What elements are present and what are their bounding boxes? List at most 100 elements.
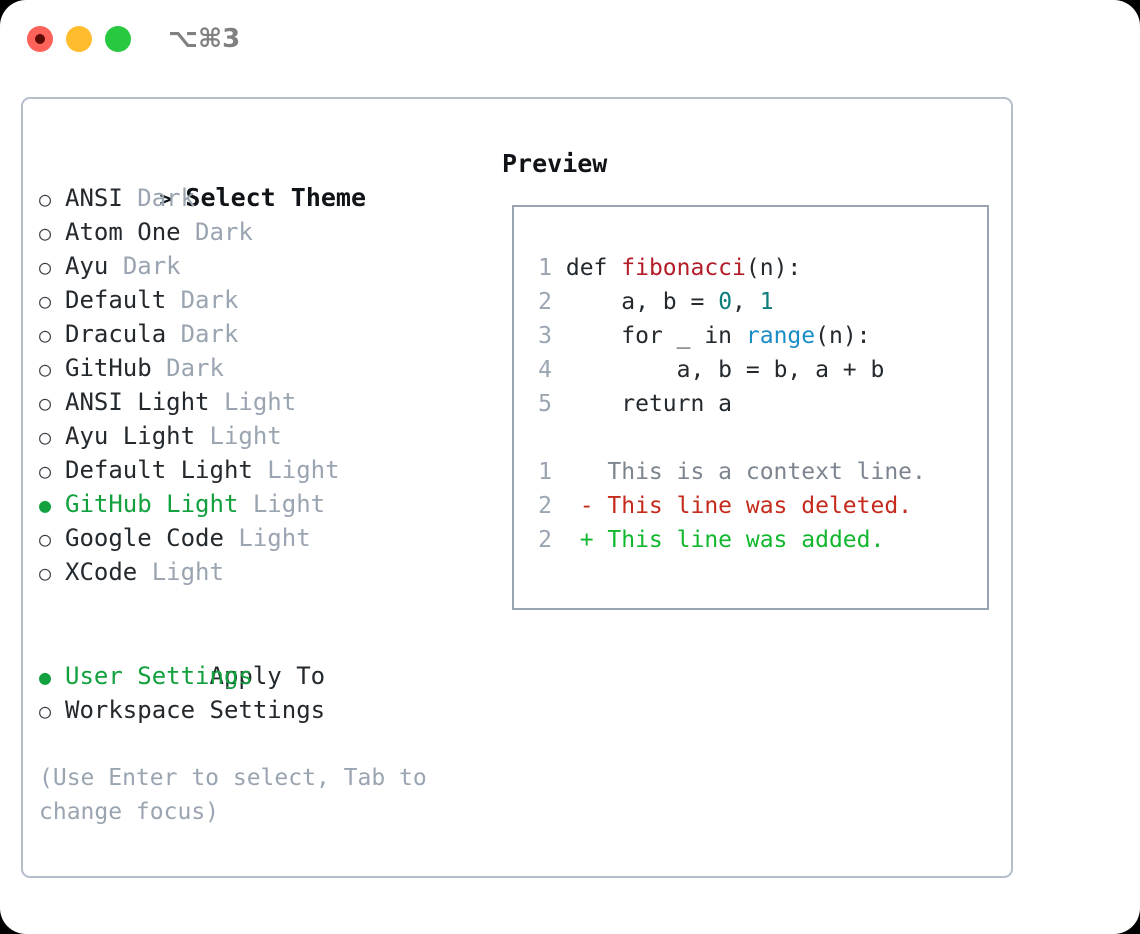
radio-unselected-icon[interactable]: ○: [39, 255, 52, 279]
code-line-number: 4: [538, 357, 552, 383]
theme-list-item[interactable]: ○ Google Code Light: [39, 521, 499, 555]
theme-label-spacer: [123, 184, 137, 212]
radio-unselected-icon[interactable]: ○: [39, 527, 52, 551]
code-token: def: [565, 255, 622, 281]
theme-variant-tag: Light: [238, 524, 311, 552]
apply-to-option[interactable]: ● User Settings: [39, 659, 499, 693]
theme-variant-tag: Light: [151, 558, 224, 586]
radio-unselected-icon[interactable]: ○: [39, 289, 52, 313]
radio-selected-icon[interactable]: ●: [39, 665, 52, 689]
diff-block: 1 This is a context line.2 - This line w…: [532, 455, 926, 557]
code-line: 2 a, b = 0, 1: [532, 285, 926, 319]
theme-variant-tag: Dark: [180, 320, 239, 348]
apply-to-option-label: Workspace Settings: [65, 696, 326, 724]
close-window-indicator-icon: [35, 34, 45, 44]
keyboard-hint: (Use Enter to select, Tab to change focu…: [39, 765, 427, 825]
theme-list: ○ANSI Dark○Atom One Dark○Ayu Dark○Defaul…: [39, 181, 499, 589]
radio-unselected-icon[interactable]: ○: [39, 323, 52, 347]
code-line: 3 for _ in range(n):: [532, 319, 926, 353]
theme-name-label: Ayu: [65, 252, 109, 280]
code-token: 1: [759, 289, 774, 315]
radio-unselected-icon[interactable]: ○: [39, 561, 52, 585]
code-gutter-gap: [552, 255, 566, 281]
theme-variant-tag: Light: [223, 388, 297, 416]
theme-name-label: Default Light: [65, 456, 253, 484]
content-panel: >Select Theme ○ANSI Dark○Atom One Dark○A…: [21, 97, 1013, 878]
diff-line-number: 2: [538, 527, 552, 553]
theme-variant-tag: Light: [252, 490, 326, 518]
code-gutter-gap: [552, 289, 566, 315]
theme-list-item[interactable]: ○Ayu Dark: [39, 249, 499, 283]
apply-to-header: Apply To: [39, 625, 499, 690]
radio-unselected-icon[interactable]: ○: [39, 459, 52, 483]
code-line: 5 return a: [532, 387, 926, 421]
theme-label-spacer: [137, 558, 151, 586]
code-token: ,: [732, 289, 760, 315]
minimize-window-button[interactable]: [66, 26, 92, 52]
theme-variant-tag: Light: [267, 456, 340, 484]
theme-list-item[interactable]: ○ANSI Light Light: [39, 385, 499, 419]
code-token: fibonacci: [621, 255, 746, 281]
apply-to-option[interactable]: ○ Workspace Settings: [39, 693, 499, 727]
theme-label-spacer: [181, 218, 195, 246]
theme-list-item[interactable]: ○ANSI Dark: [39, 181, 499, 215]
theme-list-item[interactable]: ○ Dracula Dark: [39, 317, 499, 351]
theme-label-spacer: [108, 252, 122, 280]
preview-column: Preview: [502, 147, 607, 181]
code-token: a, b = b, a + b: [565, 357, 885, 383]
title-bar: ⌥⌘3: [0, 0, 1140, 78]
theme-list-item[interactable]: ○Atom One Dark: [39, 215, 499, 249]
theme-list-item[interactable]: ○ GitHub Dark: [39, 351, 499, 385]
code-gutter-gap: [552, 357, 566, 383]
theme-label-spacer: [224, 524, 238, 552]
theme-list-item[interactable]: ○Ayu Light Light: [39, 419, 499, 453]
theme-variant-tag: Dark: [166, 354, 224, 382]
apply-to-option-label: User Settings: [65, 662, 253, 690]
theme-name-label: Atom One: [65, 218, 181, 246]
radio-unselected-icon[interactable]: ○: [39, 221, 52, 245]
radio-selected-icon[interactable]: ●: [39, 493, 52, 517]
diff-line-text: This line was added.: [607, 527, 885, 553]
code-token: (n):: [815, 323, 871, 349]
radio-unselected-icon[interactable]: ○: [39, 425, 52, 449]
theme-name-label: Dracula: [65, 320, 167, 348]
code-token: a, b =: [565, 289, 719, 315]
select-theme-header-label: Select Theme: [185, 183, 367, 212]
radio-unselected-icon[interactable]: ○: [39, 187, 52, 211]
theme-name-label: Google Code: [65, 524, 224, 552]
diff-line-number: 2: [538, 493, 552, 519]
diff-marker: [552, 459, 607, 485]
preview-heading: Preview: [502, 149, 608, 178]
apply-to-section: Apply To ● User Settings ○ Workspace Settin…: [39, 625, 499, 727]
maximize-window-button[interactable]: [105, 26, 131, 52]
radio-unselected-icon[interactable]: ○: [39, 699, 52, 723]
code-gutter-gap: [552, 391, 566, 417]
diff-line: 2 + This line was added.: [532, 523, 926, 557]
theme-label-spacer: [166, 286, 180, 314]
theme-name-label: GitHub: [65, 354, 152, 382]
theme-variant-tag: Dark: [180, 286, 239, 314]
theme-list-item[interactable]: ○ Default Light Light: [39, 453, 499, 487]
code-gutter-gap: [552, 323, 566, 349]
code-token: range: [745, 323, 816, 349]
code-line: 4 a, b = b, a + b: [532, 353, 926, 387]
caret-icon: >: [159, 187, 173, 211]
theme-label-spacer: [152, 354, 166, 382]
code-line-number: 2: [538, 289, 552, 315]
theme-name-label: Default: [65, 286, 167, 314]
theme-label-spacer: [253, 456, 267, 484]
select-theme-header: > Select Theme: [39, 147, 499, 212]
theme-name-label: XCode: [65, 558, 138, 586]
keyboard-shortcut-label: ⌥⌘3: [168, 24, 241, 54]
theme-list-item[interactable]: ●GitHub Light Light: [39, 487, 499, 521]
code-token: for _ in: [565, 323, 746, 349]
theme-list-item[interactable]: ○ XCode Light: [39, 555, 499, 589]
theme-list-item[interactable]: ○ Default Dark: [39, 283, 499, 317]
theme-variant-tag: Dark: [137, 184, 196, 212]
radio-unselected-icon[interactable]: ○: [39, 357, 52, 381]
radio-unselected-icon[interactable]: ○: [39, 391, 52, 415]
